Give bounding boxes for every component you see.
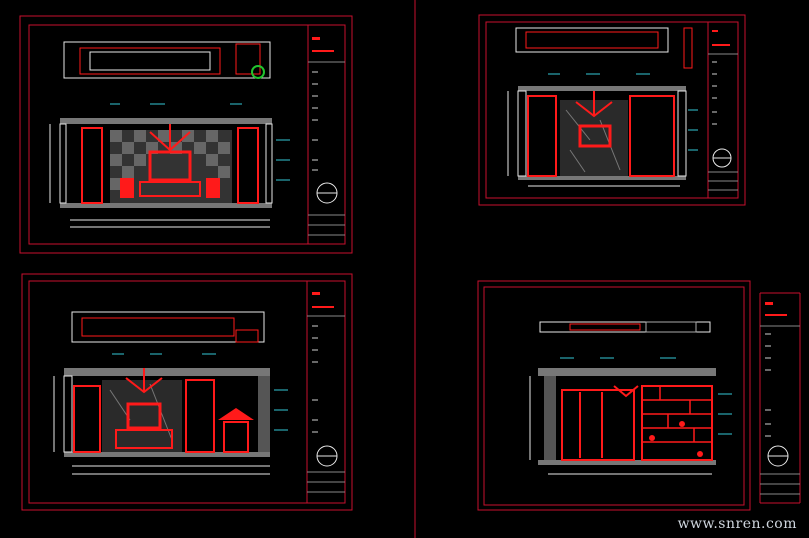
watermark: www.snren.com	[677, 516, 797, 532]
ceiling-plan-strip	[63, 41, 271, 79]
elevation-a	[49, 103, 290, 228]
elevation-b	[507, 73, 698, 187]
sheet-top-right	[478, 14, 746, 206]
title-block	[306, 281, 345, 503]
title-block	[759, 292, 801, 504]
title-block	[307, 25, 345, 244]
sheet-bottom-left	[21, 273, 353, 511]
ceiling-plan-strip	[515, 27, 693, 69]
ceiling-plan-strip	[539, 321, 711, 333]
elevation-c	[53, 353, 288, 475]
ceiling-plan-strip	[71, 311, 265, 343]
sheet-bottom-right	[477, 280, 801, 511]
sheet-top-left	[19, 15, 353, 254]
title-block	[707, 22, 738, 198]
elevation-d	[529, 357, 732, 475]
north-arrow-icon	[251, 65, 265, 79]
